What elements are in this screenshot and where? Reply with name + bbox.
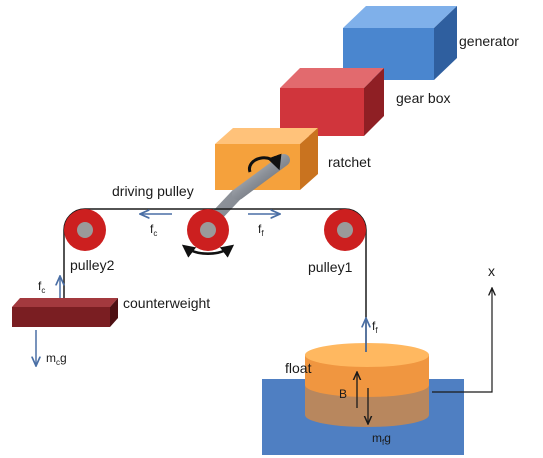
driving-pulley xyxy=(187,209,229,251)
generator-label: generator xyxy=(459,33,519,49)
bidirectional-rotation-arrow-icon xyxy=(181,244,235,258)
fc-up-label: fc xyxy=(38,279,45,295)
pulley1 xyxy=(324,209,366,251)
float xyxy=(305,343,429,427)
pulley2 xyxy=(64,209,106,251)
driving-pulley-label: driving pulley xyxy=(112,183,194,199)
pulley2-label: pulley2 xyxy=(70,257,115,273)
ratchet-label: ratchet xyxy=(328,154,371,170)
float-label: float xyxy=(285,360,312,376)
x-axis-line xyxy=(432,288,492,393)
mcg-label: mcg xyxy=(46,351,67,367)
ff-right-label: ff xyxy=(258,222,264,238)
counterweight-label: counterweight xyxy=(123,295,210,311)
gear-box-block xyxy=(280,68,384,136)
ff-up-label: ff xyxy=(372,319,378,335)
fc-left-label: fc xyxy=(150,222,157,238)
mfg-label: mfg xyxy=(372,431,391,447)
x-axis-label: x xyxy=(488,263,495,279)
buoyancy-label: B xyxy=(339,387,347,401)
counterweight-block xyxy=(12,298,118,327)
clockwise-rotation-arrow-icon xyxy=(247,153,282,173)
pulley1-label: pulley1 xyxy=(308,259,353,275)
generator-block xyxy=(343,6,457,80)
gear-box-label: gear box xyxy=(396,90,450,106)
